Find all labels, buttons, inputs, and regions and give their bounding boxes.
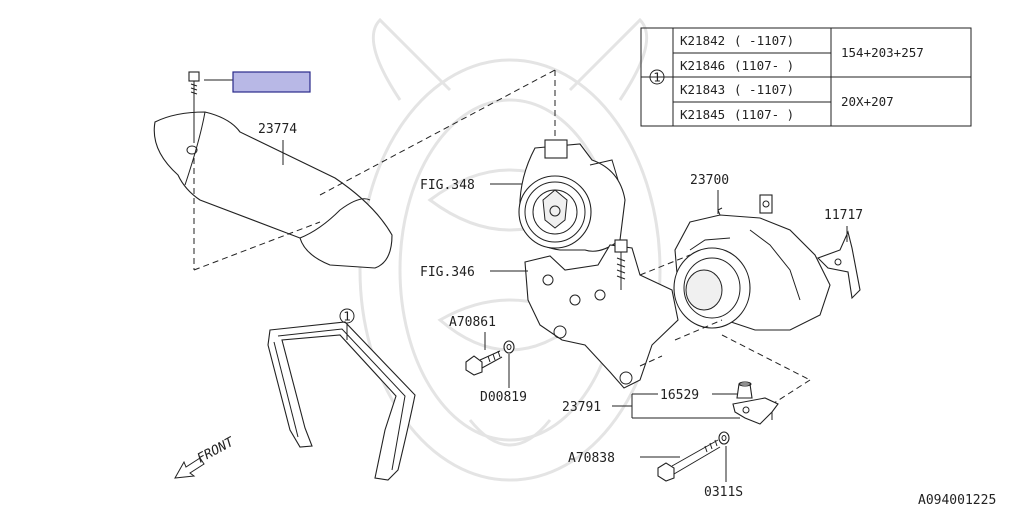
table-row-range: ( -1107): [734, 82, 794, 97]
front-label: FRONT: [195, 434, 238, 466]
table-ref: 1: [653, 70, 661, 85]
cover-11717: [817, 230, 861, 300]
bolt-a70861: [465, 350, 503, 376]
table-size-a: 154+203+257: [841, 45, 924, 60]
drive-belt: [267, 321, 416, 481]
front-arrow: FRONT: [174, 434, 238, 479]
label-23774: 23774: [258, 122, 297, 137]
label-23700: 23700: [690, 173, 729, 188]
table-row-range: (1107- ): [734, 107, 794, 122]
bolt-a70838: [657, 439, 721, 482]
highlighted-part-box[interactable]: [232, 71, 311, 93]
label-11717: 11717: [824, 208, 863, 223]
label-fig346: FIG.346: [420, 265, 475, 280]
table-row-part: K21845: [680, 107, 725, 122]
bolt-top: [188, 71, 200, 98]
table-size-b: 20X+207: [841, 94, 894, 109]
bracket-fig346: [524, 239, 679, 389]
label-fig348: FIG.348: [420, 178, 475, 193]
power-steering-pump: [518, 139, 626, 252]
table-row-part: K21846: [680, 58, 725, 73]
table-row-part: K21843: [680, 82, 725, 97]
washer-0311s: [718, 431, 730, 445]
callout-ref: 1: [343, 309, 351, 324]
air-duct-23774: [153, 111, 393, 269]
label-a70861: A70861: [449, 315, 496, 330]
table-row-range: (1107- ): [734, 58, 794, 73]
table-row-range: ( -1107): [734, 33, 794, 48]
table-row-part: K21842: [680, 33, 725, 48]
spacer-16529: [736, 381, 753, 399]
label-a70838: A70838: [568, 451, 615, 466]
label-16529: 16529: [660, 388, 699, 403]
label-23791: 23791: [562, 400, 601, 415]
bracket-plate-23791: [732, 397, 779, 425]
diagram-id: A094001225: [918, 493, 996, 508]
label-0311s: 0311S: [704, 485, 743, 500]
parts-table: 1 K21842 ( -1107) K21846 (1107- ) K21843…: [640, 27, 972, 127]
washer-d00819: [503, 340, 515, 354]
label-d00819: D00819: [480, 390, 527, 405]
table-ref-marker: [649, 69, 665, 85]
alternator-23700: [673, 194, 831, 331]
